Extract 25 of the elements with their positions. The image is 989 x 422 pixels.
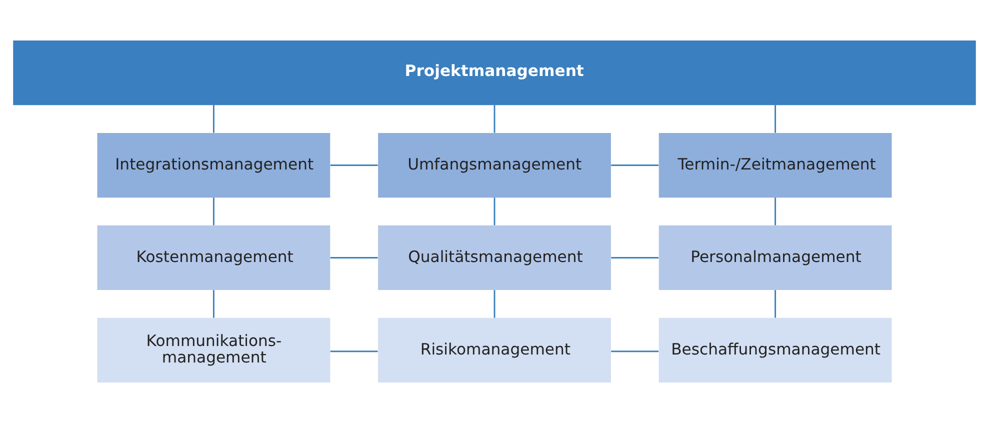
- connector: [212, 104, 214, 132]
- node-box: Kostenmanagement: [97, 224, 330, 290]
- node-box: Umfangsmanagement: [378, 132, 611, 198]
- node-box: Termin-/Zeitmanagement: [658, 132, 892, 198]
- connector: [611, 350, 659, 352]
- node-box: Kommunikations- management: [97, 317, 330, 382]
- connector: [494, 104, 496, 132]
- connector: [212, 290, 214, 318]
- connector: [774, 104, 776, 132]
- node-box: Beschaffungsmanagement: [658, 317, 892, 382]
- connector: [330, 256, 378, 258]
- connector: [774, 290, 776, 318]
- connector: [330, 350, 378, 352]
- connector: [611, 256, 659, 258]
- node-box: Projektmanagement: [13, 40, 976, 105]
- node-box: Integrationsmanagement: [97, 132, 330, 198]
- node-box: Risikomanagement: [378, 317, 611, 382]
- connector: [330, 164, 378, 166]
- connector: [494, 290, 496, 318]
- connector: [212, 197, 214, 225]
- node-box: Personalmanagement: [658, 224, 892, 290]
- connector: [774, 197, 776, 225]
- connector: [494, 197, 496, 225]
- connector: [611, 164, 659, 166]
- node-box: Qualitätsmanagement: [378, 224, 611, 290]
